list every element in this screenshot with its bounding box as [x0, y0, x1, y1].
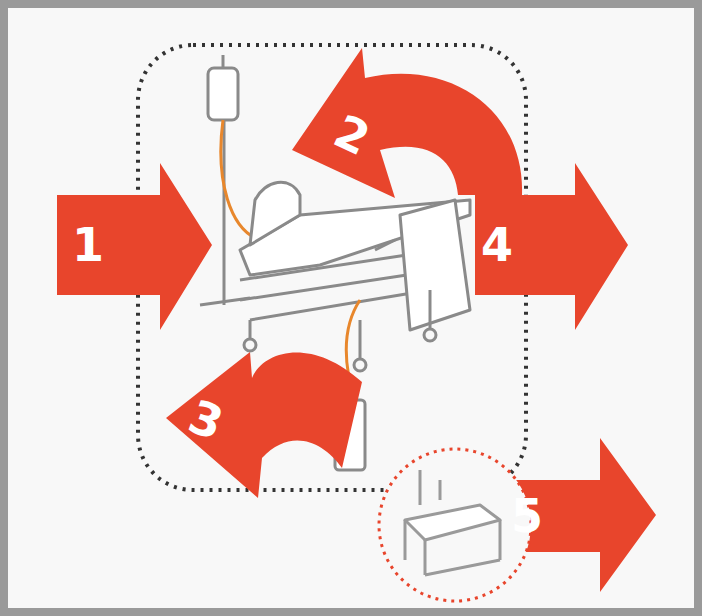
- transport-bed: [405, 470, 500, 575]
- hospital-bed: [240, 182, 470, 371]
- curved-arrow: [292, 48, 522, 198]
- frame: [4, 4, 698, 612]
- outbound-arrow: [505, 438, 656, 592]
- callout-number: 5: [511, 493, 543, 539]
- inset-circle: [379, 449, 531, 601]
- iv-pole: [200, 55, 250, 305]
- red-arrows: [57, 48, 656, 592]
- inbound-arrow: [57, 163, 212, 330]
- curved-arrow: [166, 352, 362, 498]
- callout-number: 4: [481, 222, 513, 268]
- callout-number: 1: [72, 222, 104, 268]
